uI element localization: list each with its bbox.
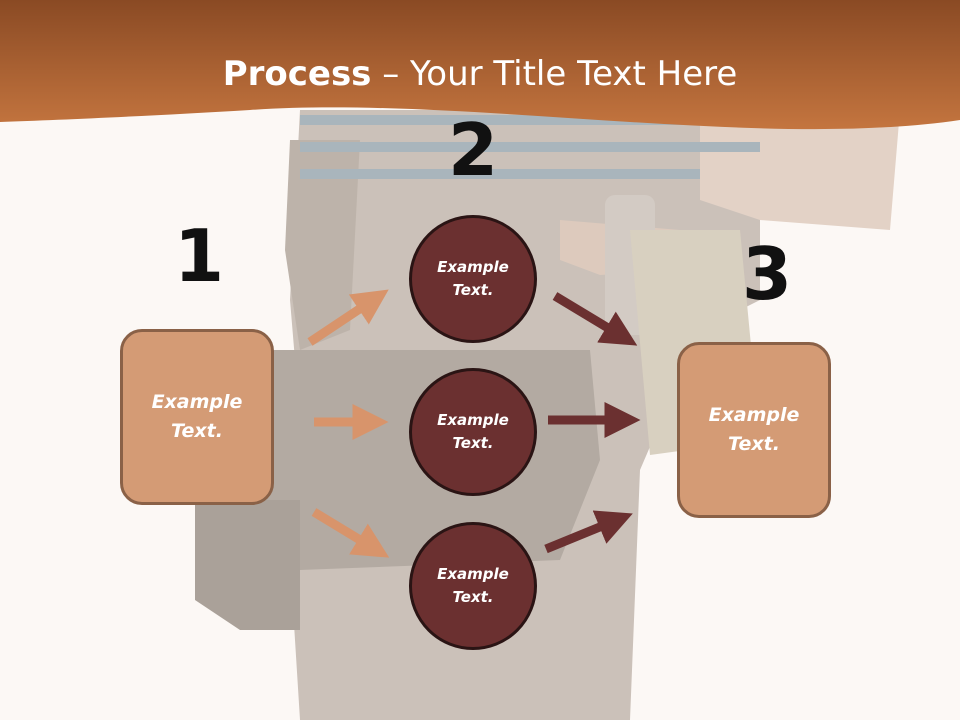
right-box-line1: Example [708,404,800,426]
arrow-bottom-to-right [544,510,633,554]
right-box-line2: Text. [728,433,780,455]
step-number-2: 2 [447,108,499,192]
circle-bottom-line2: Text. [452,588,494,606]
arrow-left-to-bottom [311,508,390,558]
left-box[interactable]: Example Text. [120,329,274,505]
circle-top-line2: Text. [452,281,494,299]
circle-middle[interactable]: Example Text. [409,368,537,496]
step-number-3: 3 [741,232,793,316]
circle-bottom-line1: Example [437,565,509,583]
right-box[interactable]: Example Text. [677,342,831,518]
arrow-left-to-top [307,289,389,346]
left-box-line1: Example [151,391,243,413]
page-title: Process – Your Title Text Here [0,52,960,96]
circle-middle-line2: Text. [452,434,494,452]
title-bold: Process [222,54,372,94]
circle-top-line1: Example [437,258,509,276]
circle-bottom[interactable]: Example Text. [409,522,537,650]
circle-top[interactable]: Example Text. [409,215,537,343]
circle-middle-line1: Example [437,411,509,429]
left-box-line2: Text. [171,420,223,442]
arrow-top-to-right [552,292,638,346]
step-number-1: 1 [173,214,225,298]
title-rest: – Your Title Text Here [371,54,738,94]
